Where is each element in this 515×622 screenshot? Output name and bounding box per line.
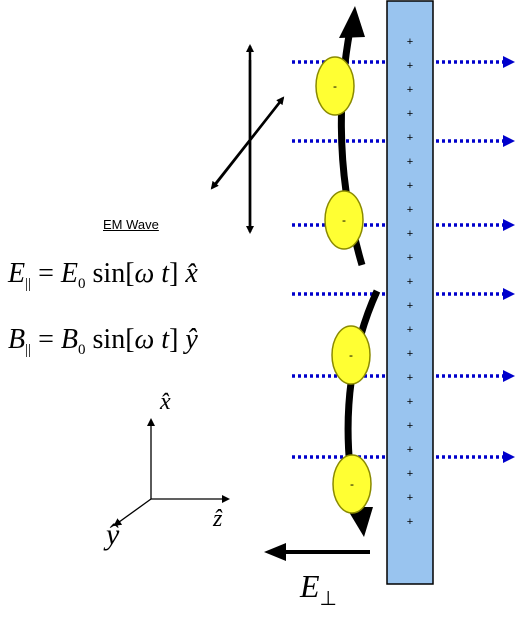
- electron-charge: -: [333, 79, 337, 93]
- e-perp-subscript: ⊥: [319, 588, 337, 610]
- x-axis-label: x̂: [160, 389, 171, 415]
- e-argument: ω t: [134, 258, 170, 289]
- x-unit-vector: x̂: [185, 258, 198, 289]
- z-axis-label: ẑ: [213, 506, 223, 532]
- ray-arrowhead: [503, 288, 515, 300]
- b-argument: ω t: [134, 324, 170, 355]
- coordinate-axes: [113, 418, 230, 527]
- b0-symbol: B: [60, 324, 79, 355]
- upper-current-arrowhead: [339, 6, 365, 38]
- plate-charge: +: [407, 180, 413, 192]
- plate-charge: +: [407, 372, 413, 384]
- plate-charge: +: [407, 468, 413, 480]
- e-symbol: E: [8, 258, 26, 289]
- y-unit-vector: ŷ: [185, 324, 198, 355]
- plate-charge: +: [407, 516, 413, 528]
- plate-charge: +: [407, 108, 413, 120]
- em-wave-caption: EM Wave: [103, 217, 159, 232]
- lower-current-arrowhead: [346, 507, 373, 537]
- plate-charges: + + + + + + + + + + + + + + + + + + + + +: [407, 36, 413, 528]
- ray-arrowhead: [503, 56, 515, 68]
- electron: [331, 325, 371, 385]
- e-subscript: ||: [25, 276, 32, 292]
- sin-function: sin[: [92, 258, 135, 289]
- ray-arrowhead: [503, 451, 515, 463]
- e-perpendicular-arrow: [264, 543, 370, 561]
- y-axis-line: [113, 498, 152, 527]
- plate-body: [386, 0, 434, 585]
- e0-symbol: E: [60, 258, 79, 289]
- plate-charge: +: [407, 324, 413, 336]
- b-symbol: B: [8, 324, 26, 355]
- plate-charge: +: [407, 276, 413, 288]
- plate-charge: +: [407, 228, 413, 240]
- plate-charge: +: [407, 84, 413, 96]
- ray-arrowhead: [503, 135, 515, 147]
- plate-charge: +: [407, 204, 413, 216]
- close-bracket: ]: [169, 258, 179, 289]
- plate-charge: +: [407, 300, 413, 312]
- b-parallel-equation: B|| = B0 sin[ω t] ŷ: [8, 324, 198, 358]
- plate-charge: +: [407, 132, 413, 144]
- e-perpendicular-label: E⊥: [300, 570, 337, 609]
- plate-charge: +: [407, 60, 413, 72]
- b-subscript: ||: [25, 342, 32, 358]
- e-parallel-equation: E|| = E0 sin[ω t] x̂: [8, 258, 198, 292]
- plate-charge: +: [407, 252, 413, 264]
- charged-plate: + + + + + + + + + + + + + + + + + + + + +: [386, 0, 434, 585]
- plate-charge: +: [407, 492, 413, 504]
- plate-charge: +: [407, 444, 413, 456]
- e0-subscript: 0: [78, 276, 86, 292]
- electron-charge: -: [342, 213, 346, 227]
- plate-charge: +: [407, 156, 413, 168]
- y-axis-label: ŷ: [106, 518, 120, 551]
- e-perp-symbol: E: [300, 568, 320, 604]
- close-bracket: ]: [169, 324, 179, 355]
- plate-charge: +: [407, 348, 413, 360]
- electron: [332, 454, 372, 514]
- ray-arrowhead: [503, 219, 515, 231]
- b0-subscript: 0: [78, 342, 86, 358]
- plate-charge: +: [407, 396, 413, 408]
- electron: [324, 190, 364, 250]
- sin-function: sin[: [92, 324, 135, 355]
- electron: [315, 56, 355, 116]
- electrons: - - - -: [315, 56, 372, 514]
- electron-charge: -: [350, 477, 354, 491]
- diagonal-polarization-arrow-tail: [210, 101, 281, 190]
- plate-charge: +: [407, 36, 413, 48]
- incident-rays: [292, 56, 515, 463]
- electron-charge: -: [349, 348, 353, 362]
- polarization-arrows: [210, 44, 285, 234]
- plate-charge: +: [407, 420, 413, 432]
- ray-arrowhead: [503, 370, 515, 382]
